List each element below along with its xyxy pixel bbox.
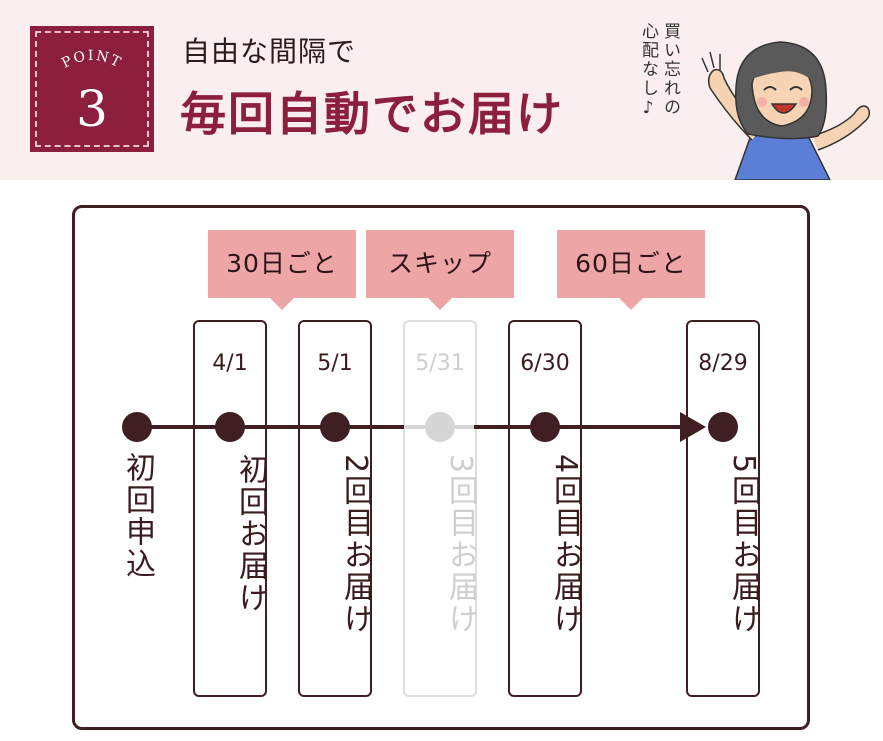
svg-text:POINT: POINT (59, 48, 125, 72)
badge-word-arc: POINT (59, 48, 125, 72)
page-title: 毎回自動でお届け (180, 87, 564, 141)
delivery-label: 2回目お届け (338, 454, 373, 636)
start-label: 初回申込 (120, 452, 155, 580)
delivery-label: 4回目お届け (548, 454, 583, 636)
timeline-dot-start (122, 412, 152, 442)
timeline-dot-4 (530, 412, 560, 442)
delivery-date: 8/29 (698, 351, 748, 376)
interval-tag-30days: 30日ごと (208, 230, 356, 310)
delivery-column-3-skipped: 5/31 3回目お届け (403, 320, 478, 697)
badge-dashed-border (35, 31, 149, 147)
delivery-date: 6/30 (520, 351, 570, 376)
header-banner: POINT 3 自由な間隔で 毎回自動でお届け 買い忘れの 心配なし♪ (0, 0, 883, 180)
delivery-date: 5/31 (415, 351, 465, 376)
timeline-dot-1 (215, 412, 245, 442)
delivery-column-1: 4/1 初回お届け (193, 320, 268, 697)
subtitle: 自由な間隔で (182, 35, 357, 68)
timeline-dot-2 (320, 412, 350, 442)
interval-tag-skip: スキップ (366, 230, 514, 310)
timeline-dot-5 (708, 412, 738, 442)
delivery-label: 5回目お届け (726, 454, 761, 636)
badge-word: POINT (59, 48, 123, 72)
delivery-column-2: 5/1 2回目お届け (298, 320, 373, 697)
delivery-date: 5/1 (317, 351, 353, 376)
arrow-head-icon (680, 412, 706, 442)
point-badge: POINT 3 (30, 26, 154, 152)
handwriting-line-2: 心配なし♪ (638, 22, 658, 120)
timeline-dot-3-skipped (425, 412, 455, 442)
delivery-column-4: 6/30 4回目お届け (508, 320, 583, 697)
happy-child-illustration (701, 41, 871, 180)
delivery-label: 3回目お届け (443, 454, 478, 636)
handwriting-line-1: 買い忘れの (660, 22, 680, 117)
delivery-column-5: 8/29 5回目お届け (686, 320, 761, 697)
badge-number: 3 (76, 80, 108, 138)
delivery-label: 初回お届け (233, 454, 268, 614)
delivery-date: 4/1 (212, 351, 248, 376)
interval-tag-60days: 60日ごと (557, 230, 705, 310)
